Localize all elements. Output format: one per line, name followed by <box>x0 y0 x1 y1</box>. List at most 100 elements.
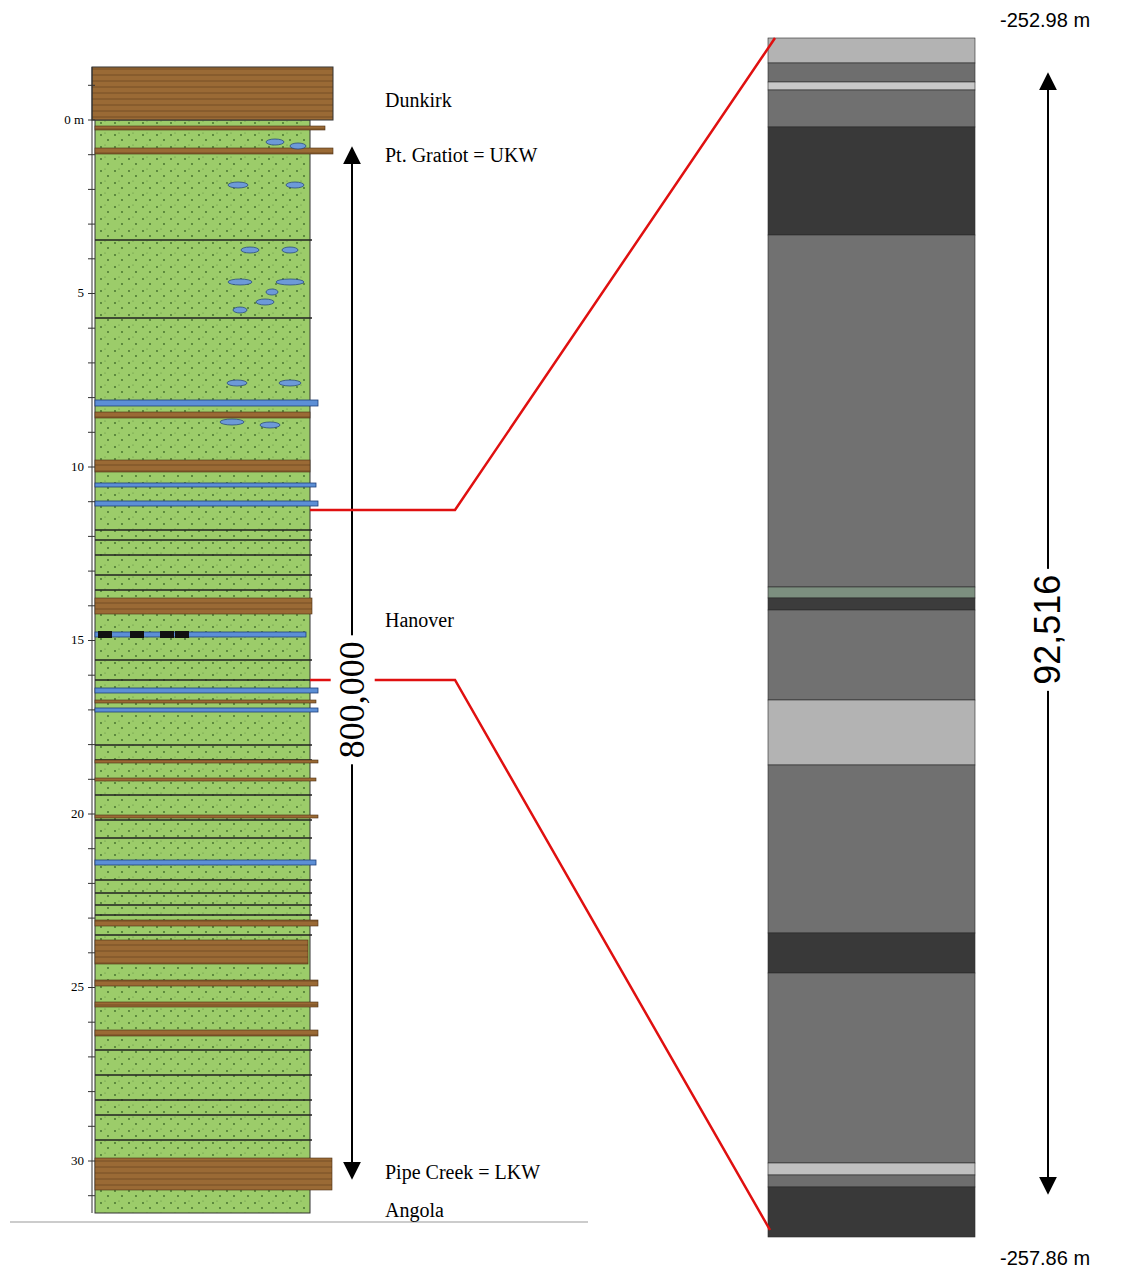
concretion-lens <box>260 422 280 428</box>
thin-bed <box>95 679 312 681</box>
organic-bed <box>95 815 318 818</box>
strat-column <box>10 67 588 1222</box>
concretion-lens <box>228 279 252 285</box>
concretion-bed <box>95 688 318 693</box>
organic-bed <box>95 1030 318 1036</box>
core-layer <box>768 610 975 700</box>
depth-label: 15 <box>71 633 84 647</box>
pyrite-nodule <box>130 631 144 638</box>
formation-name: Pt. Gratiot = UKW <box>385 144 537 166</box>
thin-bed <box>95 892 312 894</box>
depth-value: -257.86 m <box>1000 1247 1090 1269</box>
concretion-lens <box>290 143 306 149</box>
concretion-lens <box>276 279 304 285</box>
organic-bed <box>95 940 308 964</box>
core-layer <box>768 1175 975 1187</box>
concretion-lens <box>266 289 278 295</box>
pyrite-nodule <box>175 631 189 638</box>
base-line <box>10 1221 588 1223</box>
core-layer <box>768 235 975 587</box>
concretion-bed <box>95 860 316 865</box>
concretion-bed <box>95 400 318 406</box>
core-layer <box>768 598 975 610</box>
zoom-line <box>310 680 770 1230</box>
thin-bed <box>95 1074 312 1076</box>
duration-value: 92,516 <box>1026 569 1070 691</box>
concretion-bed <box>95 632 306 637</box>
thin-bed <box>95 934 312 936</box>
organic-bed <box>95 778 316 781</box>
thin-bed <box>95 554 312 556</box>
organic-bed <box>95 412 310 418</box>
core-column <box>768 38 1048 1237</box>
organic-bed <box>95 1158 332 1190</box>
concretion-lens <box>256 299 274 305</box>
organic-bed <box>95 700 316 703</box>
organic-bed <box>95 980 318 986</box>
concretion-lens <box>241 247 259 253</box>
organic-bed <box>95 760 318 763</box>
thin-bed <box>95 589 312 591</box>
concretion-lens <box>266 139 284 145</box>
depth-label: 20 <box>71 807 84 821</box>
concretion-lens <box>228 182 248 188</box>
depth-label: 0 m <box>64 113 84 127</box>
organic-bed <box>95 920 318 926</box>
depth-value: -252.98 m <box>1000 9 1090 31</box>
thin-bed <box>95 317 312 319</box>
organic-bed <box>95 598 312 614</box>
thin-bed <box>95 1049 312 1051</box>
core-layer <box>768 587 975 598</box>
concretion-lens <box>233 307 247 313</box>
core-layer <box>768 1163 975 1175</box>
concretion-bed <box>95 483 316 487</box>
thin-bed <box>95 239 312 241</box>
thin-bed <box>95 819 312 821</box>
thin-bed <box>95 1099 312 1101</box>
depth-label: 5 <box>78 286 85 300</box>
formation-name: Angola <box>385 1199 444 1221</box>
core-layer <box>768 973 975 1163</box>
thin-bed <box>95 794 312 796</box>
concretion-lens <box>286 182 304 188</box>
core-layer <box>768 1187 975 1237</box>
organic-bed <box>95 126 325 130</box>
thin-bed <box>95 914 312 916</box>
depth-label: 10 <box>71 460 84 474</box>
pyrite-nodule <box>98 631 112 638</box>
thin-bed <box>95 1114 312 1116</box>
core-layer <box>768 90 975 127</box>
thin-bed <box>95 539 312 541</box>
thin-bed <box>95 904 312 906</box>
core-layer <box>768 82 975 90</box>
depth-label: 25 <box>71 980 84 994</box>
dunkirk-shale <box>92 67 333 120</box>
thin-bed <box>95 529 312 531</box>
pyrite-nodule <box>160 631 174 638</box>
depth-label: 30 <box>71 1154 84 1168</box>
shale-body <box>95 120 310 1213</box>
core-layer <box>768 127 975 235</box>
concretion-lens <box>227 380 247 386</box>
core-layer <box>768 38 975 63</box>
duration-value: 800,000 <box>330 636 374 765</box>
core-layer <box>768 765 975 933</box>
core-layer <box>768 933 975 973</box>
thin-bed <box>95 1139 312 1141</box>
concretion-lens <box>279 380 301 386</box>
thin-bed <box>95 744 312 746</box>
depth-axis <box>92 67 93 1213</box>
thin-bed <box>95 837 312 839</box>
concretion-bed <box>95 708 318 712</box>
concretion-bed <box>95 501 318 506</box>
formation-name: Pipe Creek = LKW <box>385 1161 540 1183</box>
core-layer <box>768 63 975 82</box>
zoom-line <box>310 38 775 510</box>
formation-name: Dunkirk <box>385 89 452 111</box>
formation-name: Hanover <box>385 609 454 631</box>
zoom-lines <box>310 38 775 1230</box>
thin-bed <box>95 659 312 661</box>
organic-bed <box>95 460 310 472</box>
concretion-lens <box>282 247 298 253</box>
thin-bed <box>95 879 312 881</box>
